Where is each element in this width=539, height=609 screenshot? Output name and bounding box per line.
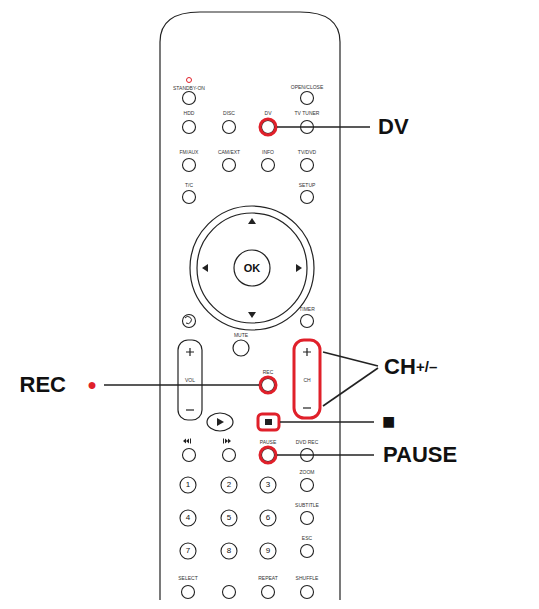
key-number: 2	[227, 481, 231, 489]
callout-label: CH	[384, 356, 416, 378]
button-label: TV TUNER	[295, 111, 320, 116]
stop-button	[258, 414, 279, 430]
remote-button	[182, 586, 195, 599]
key-number: 7	[186, 547, 190, 555]
button-label: INFO	[262, 150, 274, 155]
return-symbol	[185, 317, 191, 324]
callout-label: DV	[378, 116, 409, 138]
remote-button	[260, 510, 276, 526]
key-number: 9	[266, 547, 270, 555]
remote-button	[301, 159, 314, 172]
stop-symbol	[265, 419, 272, 425]
highlight-rings	[260, 119, 276, 463]
remote-button	[221, 510, 237, 526]
callout-label: REC	[20, 374, 66, 396]
button-label: REC	[263, 370, 274, 375]
button-label: DISC	[223, 111, 235, 116]
remote-button	[301, 545, 314, 558]
remote-button	[183, 159, 196, 172]
button-label: DV	[265, 111, 272, 116]
play-symbol	[217, 418, 224, 426]
nav-arrows	[202, 218, 302, 318]
remote-button	[262, 586, 275, 599]
remote-button	[260, 477, 276, 493]
remote-button	[180, 477, 196, 493]
callout-label: PAUSE	[383, 444, 457, 466]
key-number: 4	[186, 514, 190, 522]
remote-button	[183, 315, 196, 328]
ok-label: OK	[244, 263, 261, 274]
remote-button	[180, 543, 196, 559]
button-label: ESC	[302, 536, 312, 541]
key-number: 8	[227, 547, 231, 555]
remote-button	[221, 543, 237, 559]
remote-button	[183, 449, 196, 462]
key-number: 5	[227, 514, 231, 522]
remote-button	[301, 92, 314, 105]
remote-button	[180, 510, 196, 526]
leader-lines	[104, 127, 378, 455]
button-label: VOL	[185, 378, 195, 383]
remote-button	[183, 121, 196, 134]
button-label: ZOOM	[300, 470, 315, 475]
remote-button	[301, 191, 314, 204]
button-label: CH	[303, 378, 310, 383]
remote-button	[221, 477, 237, 493]
remote-button	[260, 543, 276, 559]
remote-button	[223, 449, 236, 462]
remote-button	[262, 449, 275, 462]
button-label: T/C	[185, 183, 193, 188]
nav-ring	[190, 206, 314, 330]
remote-button	[301, 315, 314, 328]
button-label: DVD REC	[296, 440, 319, 445]
remote-button	[183, 92, 196, 105]
record-dot: ●	[87, 377, 97, 393]
button-label: SELECT	[178, 576, 197, 581]
button-label: SETUP	[299, 183, 316, 188]
button-label: FM/AUX	[180, 150, 199, 155]
button-label: TV/DVD	[298, 150, 316, 155]
remote-button	[262, 379, 275, 392]
remote-button	[183, 191, 196, 204]
button-label: SUBTITLE	[295, 503, 319, 508]
remote-button	[301, 586, 314, 599]
button-label: OPEN/CLOSE	[291, 85, 324, 90]
button-label: PAUSE	[260, 440, 277, 445]
remote-button	[223, 159, 236, 172]
skip-symbols	[183, 439, 231, 444]
button-label: CAM/EXT	[218, 150, 240, 155]
ch-rocker	[294, 340, 320, 418]
remote-button	[223, 586, 236, 599]
button-label: REPEAT	[258, 576, 278, 581]
button-label: HDD	[184, 111, 195, 116]
remote-button	[262, 121, 275, 134]
callout-label: +/–	[416, 359, 437, 374]
key-number: 3	[266, 481, 270, 489]
button-label: TIMER	[299, 307, 315, 312]
standby-led	[187, 78, 192, 83]
stop-symbol-label: ■	[382, 411, 395, 433]
remote-button	[301, 479, 314, 492]
button-label: STANDBY-ON	[173, 86, 205, 91]
remote-button	[223, 121, 236, 134]
vol-rocker	[178, 340, 202, 420]
remote-button	[262, 159, 275, 172]
remote-button	[301, 512, 314, 525]
key-number: 1	[186, 481, 190, 489]
play-button	[207, 413, 233, 431]
button-label: SHUFFLE	[296, 576, 319, 581]
mute-button	[233, 340, 249, 356]
key-number: 6	[266, 514, 270, 522]
remote-body	[160, 12, 340, 600]
rocker-signs	[186, 348, 311, 410]
button-label: MUTE	[234, 333, 248, 338]
